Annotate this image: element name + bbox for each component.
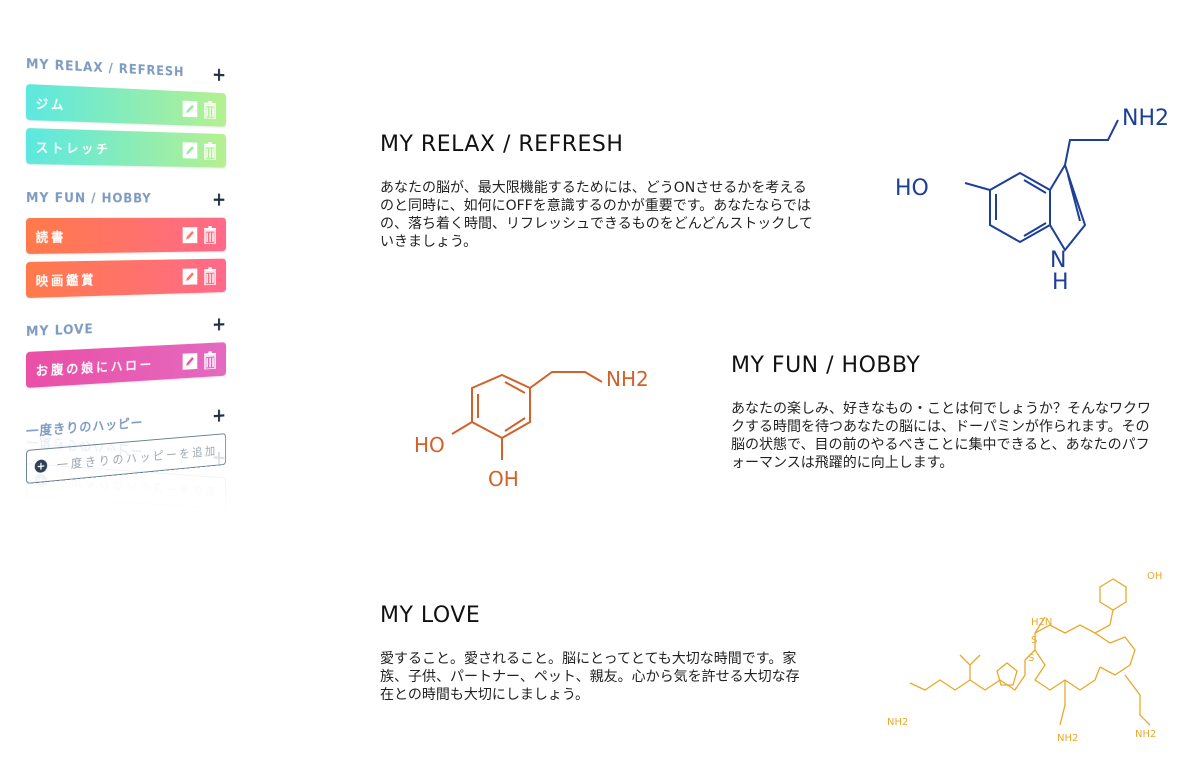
label-ho: HO xyxy=(414,433,445,457)
plus-circle-icon: + xyxy=(35,474,47,488)
oxytocin-molecule-icon: OH H2N S S NH2 NH2 NH2 xyxy=(885,565,1175,750)
trash-icon[interactable] xyxy=(202,141,217,160)
fun-section: MY FUN / HOBBY あなたの楽しみ、好きなもの・ことは何でしょうか？そ… xyxy=(731,353,1161,472)
add-relax-button[interactable]: + xyxy=(212,65,226,84)
list-item[interactable]: お腹の娘にハロー xyxy=(26,342,226,388)
add-love-button[interactable]: + xyxy=(212,314,226,333)
item-label: お腹の娘にハロー xyxy=(36,353,177,379)
trash-icon[interactable] xyxy=(202,266,217,285)
list-item[interactable]: ジム xyxy=(26,84,226,127)
section-header-fun: MY FUN / HOBBY + xyxy=(26,186,226,210)
trash-icon[interactable] xyxy=(202,350,217,370)
relax-section: MY RELAX / REFRESH あなたの脳が、最大限機能するためには、どう… xyxy=(380,132,815,251)
relax-title: MY RELAX / REFRESH xyxy=(380,132,815,157)
label-h: H xyxy=(1052,270,1069,295)
label-nh2: NH2 xyxy=(887,717,908,728)
label-nh2: NH2 xyxy=(1057,733,1078,744)
sidebar: MY RELAX / REFRESH + ジム ストレッチ MY FUN / HO… xyxy=(26,52,226,484)
item-label: 映画鑑賞 xyxy=(36,267,177,289)
section-title: MY FUN / HOBBY xyxy=(26,191,152,206)
item-label: 読書 xyxy=(36,226,177,246)
fun-title: MY FUN / HOBBY xyxy=(731,353,1161,378)
edit-icon[interactable] xyxy=(182,99,197,118)
label-oh: OH xyxy=(488,467,519,491)
list-item[interactable]: 読書 xyxy=(26,218,226,254)
serotonin-molecule-icon: NH2 HO N H xyxy=(890,95,1170,295)
relax-text: あなたの脳が、最大限機能するためには、どうONさせるかを考えるのと同時に、如何に… xyxy=(380,179,815,251)
reflection-add-box: + 一度きりのハッピーを追加 xyxy=(26,463,226,509)
love-text: 愛すること。愛されること。脳にとってとても大切な時間です。家族、子供、パートナー… xyxy=(380,650,805,704)
love-title: MY LOVE xyxy=(380,603,805,628)
list-item[interactable]: ストレッチ xyxy=(26,128,226,168)
dopamine-molecule-icon: NH2 HO OH xyxy=(410,360,670,495)
item-label: ジム xyxy=(36,93,177,117)
edit-icon[interactable] xyxy=(182,351,197,371)
item-label: ストレッチ xyxy=(36,137,177,159)
label-nh2: NH2 xyxy=(1122,106,1169,131)
label-h2n: H2N xyxy=(1031,617,1052,628)
label-ho: HO xyxy=(895,176,929,201)
label-nh2: NH2 xyxy=(1135,729,1156,740)
trash-icon[interactable] xyxy=(202,225,217,244)
plus-icon: + xyxy=(212,448,226,468)
section-title: MY RELAX / REFRESH xyxy=(26,57,184,80)
edit-icon[interactable] xyxy=(182,225,197,244)
section-title: MY LOVE xyxy=(26,322,94,340)
section-header-love: MY LOVE + xyxy=(26,312,226,344)
fun-text: あなたの楽しみ、好きなもの・ことは何でしょうか？そんなワクワクする時間を待つあな… xyxy=(731,400,1161,472)
edit-icon[interactable] xyxy=(182,140,197,159)
section-header-relax: MY RELAX / REFRESH + xyxy=(26,52,226,86)
love-section: MY LOVE 愛すること。愛されること。脳にとってとても大切な時間です。家族、… xyxy=(380,603,805,704)
label-nh2: NH2 xyxy=(606,367,649,391)
label-oh: OH xyxy=(1147,571,1162,582)
edit-icon[interactable] xyxy=(182,267,197,286)
label-s: S xyxy=(1031,635,1037,646)
reflection-text: 一度きりのハッピーを追加 xyxy=(57,474,218,501)
add-happy-button[interactable]: + xyxy=(212,405,226,425)
add-fun-button[interactable]: + xyxy=(212,190,226,209)
label-s: S xyxy=(1028,653,1034,664)
list-item[interactable]: 映画鑑賞 xyxy=(26,259,226,298)
trash-icon[interactable] xyxy=(202,100,217,119)
